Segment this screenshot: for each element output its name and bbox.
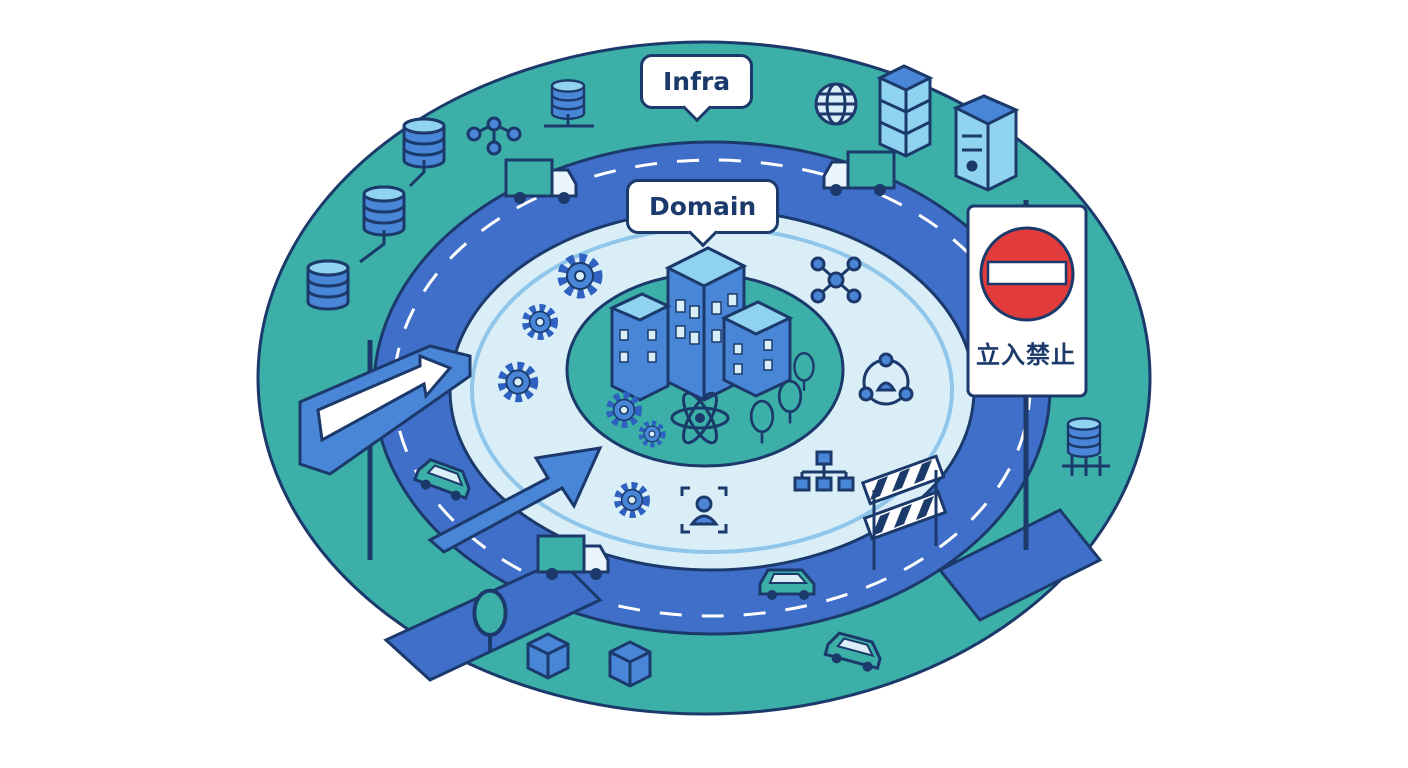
no-entry-sign	[966, 200, 1088, 550]
database-icon	[550, 79, 586, 121]
network-icon	[466, 116, 522, 156]
server-icon	[876, 64, 934, 158]
direction-arrow-icon	[316, 353, 453, 443]
database-icon	[1066, 417, 1102, 458]
car-icon	[758, 568, 816, 602]
building-icon-left	[608, 292, 672, 402]
globe-icon	[814, 82, 858, 126]
cube-icon	[526, 632, 570, 680]
domain-label: Domain	[626, 179, 780, 234]
road-exit-right	[937, 508, 1103, 622]
database-icon	[362, 185, 406, 237]
server-icon	[952, 94, 1020, 192]
domain-label-text: Domain	[649, 192, 757, 221]
entry-arrow	[427, 446, 603, 554]
atom-icon	[670, 391, 730, 445]
direction-sign	[298, 340, 472, 560]
network-link-icon	[544, 114, 1110, 476]
no-entry-text: 立入禁止	[976, 341, 1076, 369]
user-icon	[680, 486, 728, 534]
hierarchy-icon	[793, 450, 855, 492]
infra-label-text: Infra	[663, 67, 731, 96]
infra-label: Infra	[640, 54, 754, 109]
barrier-icon	[860, 454, 948, 570]
cube-icon	[608, 640, 652, 688]
database-icon	[402, 117, 446, 169]
team-icon	[858, 352, 914, 406]
network-icon	[810, 256, 862, 304]
building-icon-right	[720, 300, 794, 398]
database-icon	[306, 259, 350, 311]
